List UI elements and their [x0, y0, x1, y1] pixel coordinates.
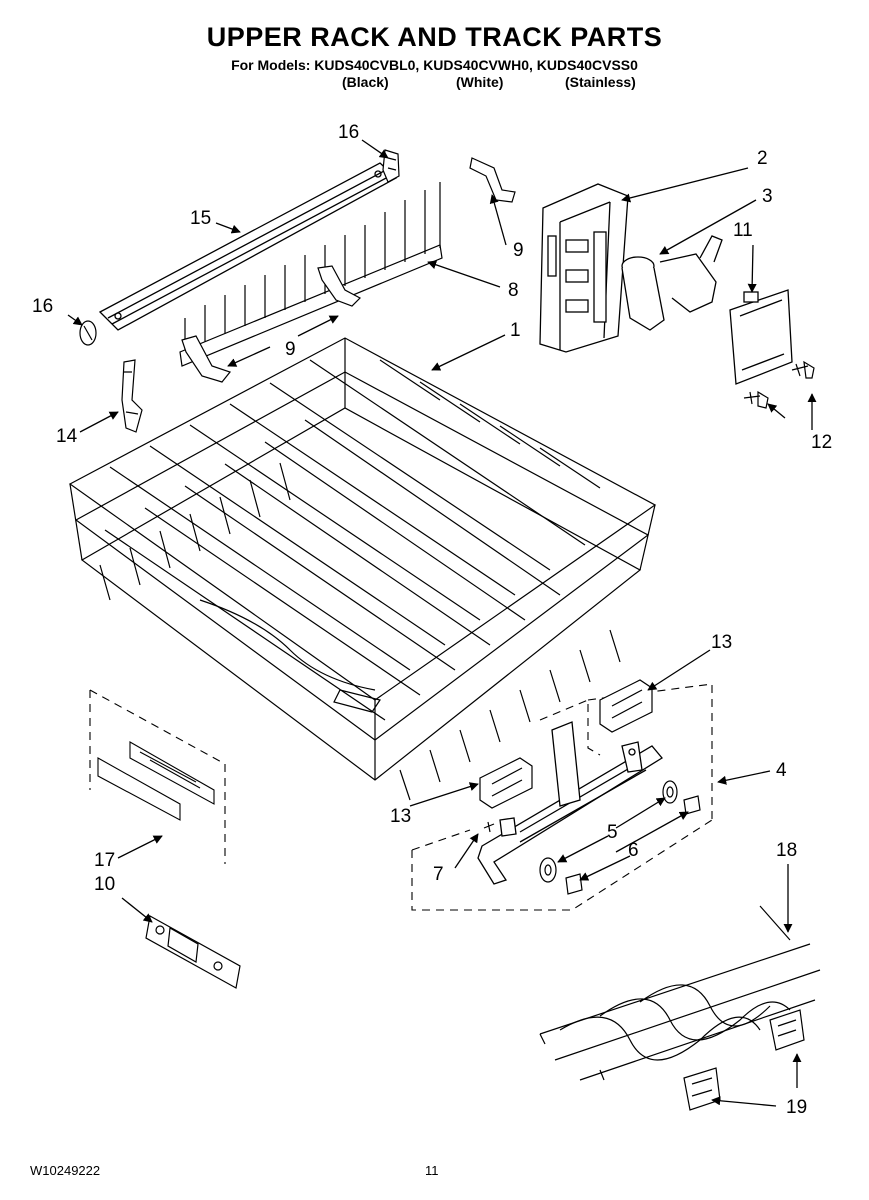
- callout-13-upper: 13: [711, 632, 733, 653]
- part-17-group: [89, 689, 226, 864]
- leader-lines: [67, 139, 817, 1107]
- part-19-clip-left: [683, 1067, 721, 1111]
- callout-16-left: 16: [32, 296, 54, 317]
- callout-2: 2: [757, 148, 768, 169]
- callout-6: 6: [628, 840, 639, 861]
- part-5-wheel-upper: [662, 780, 678, 804]
- callout-1: 1: [510, 320, 521, 341]
- part-13-upper: [599, 679, 653, 733]
- part-9-clip-b: [317, 265, 361, 307]
- part-5-wheel-lower: [539, 857, 557, 883]
- callout-14: 14: [56, 426, 78, 447]
- part-6-axle-upper: [683, 795, 701, 815]
- callout-15: 15: [190, 208, 212, 229]
- page-title: UPPER RACK AND TRACK PARTS: [206, 22, 663, 52]
- callout-13-lower: 13: [390, 806, 412, 827]
- callout-9-lower: 9: [285, 339, 296, 360]
- callout-18: 18: [776, 840, 798, 861]
- doc-number: W10249222: [30, 1163, 101, 1178]
- callout-9-upper: 9: [513, 240, 524, 261]
- part-16-clip-top: [382, 149, 400, 183]
- part-7-pin: [483, 821, 495, 833]
- models-line: For Models: KUDS40CVBL0, KUDS40CVWH0, KU…: [231, 57, 638, 73]
- part-3-adjuster-handle: [621, 235, 723, 331]
- callout-11: 11: [733, 220, 753, 241]
- part-4-track-arm: [477, 721, 663, 885]
- callout-12: 12: [811, 432, 833, 453]
- variant-stainless: (Stainless): [565, 74, 636, 90]
- part-14-bracket: [121, 359, 143, 433]
- part-9-clip-a: [469, 157, 516, 203]
- variant-black: (Black): [342, 74, 389, 90]
- callout-17: 17: [94, 850, 116, 871]
- callout-16-top: 16: [338, 122, 360, 143]
- variant-white: (White): [456, 74, 504, 90]
- part-6-axle-lower: [565, 873, 583, 895]
- part-4-group: [411, 683, 713, 911]
- callout-8: 8: [508, 280, 519, 301]
- part-11-cover: [729, 289, 793, 385]
- callout-7: 7: [433, 864, 444, 885]
- part-10-track-end: [145, 915, 241, 989]
- part-13-lower: [479, 757, 533, 809]
- callout-5: 5: [607, 822, 618, 843]
- callout-19: 19: [786, 1097, 808, 1118]
- callout-10: 10: [94, 874, 116, 895]
- part-19-clip-right: [769, 1009, 805, 1051]
- part-16-clip-left: [79, 320, 97, 346]
- part-1-upper-rack: [68, 337, 657, 801]
- part-12-screw-lower: [743, 390, 769, 409]
- part-2-adjuster-housing: [539, 183, 629, 353]
- part-9-clip-c: [181, 335, 232, 383]
- callout-3: 3: [762, 186, 773, 207]
- part-12-screw-upper: [791, 360, 815, 379]
- part-18-tine-row: [539, 905, 821, 1081]
- callout-4: 4: [776, 760, 787, 781]
- page-number: 11: [425, 1163, 439, 1178]
